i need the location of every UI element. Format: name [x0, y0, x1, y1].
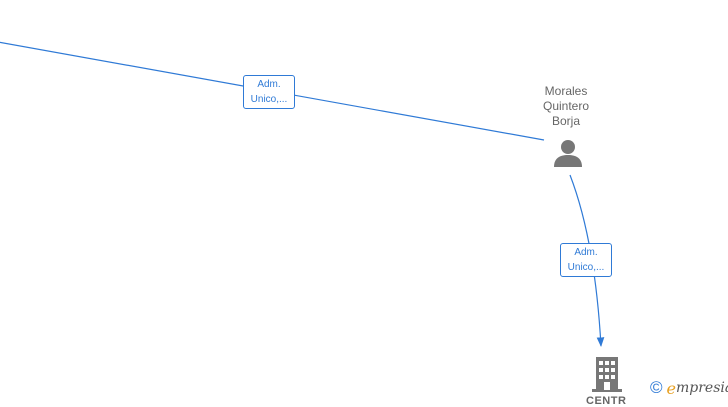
building-icon[interactable] [591, 356, 623, 392]
person-name-line-2: Quintero [542, 99, 590, 113]
edge-label-top-line-2: Unico,... [250, 94, 288, 105]
brand-name: mpresia [676, 380, 728, 396]
person-node-name[interactable]: Morales Quintero Borja [530, 84, 602, 129]
copyright-icon: © [650, 378, 663, 397]
edge-label-person-company-line-1: Adm. [574, 247, 598, 258]
brand-watermark: © e mpresia [650, 378, 728, 398]
brand-logo-initial: e [666, 378, 676, 398]
person-icon[interactable] [552, 138, 584, 168]
edge-label-person-company[interactable]: Adm. Unico,... [560, 243, 612, 277]
company-node-name[interactable]: CENTR [586, 395, 627, 407]
person-name-line-3: Borja [551, 114, 580, 128]
edge-label-person-company-line-2: Unico,... [567, 262, 605, 273]
edge-label-top[interactable]: Adm. Unico,... [243, 75, 295, 109]
edge-label-top-line-1: Adm. [257, 79, 281, 90]
person-name-line-1: Morales [544, 84, 588, 98]
